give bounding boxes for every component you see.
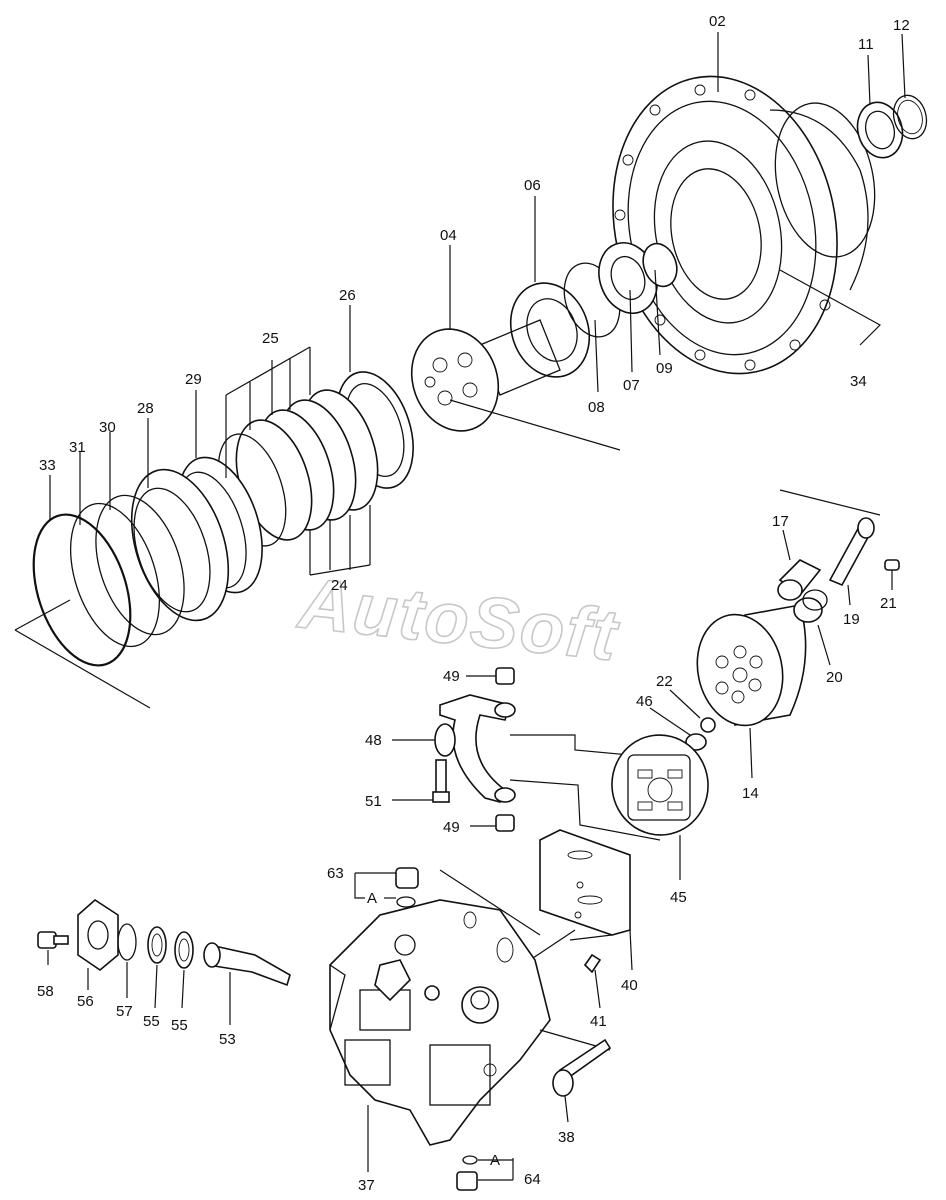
callout-12: 12 xyxy=(893,17,910,34)
callout-08: 08 xyxy=(588,399,605,416)
part-shaft-19 xyxy=(828,517,875,587)
part-plug-41 xyxy=(583,953,602,974)
callout-30: 30 xyxy=(99,419,116,436)
part-bolt-58 xyxy=(37,931,69,949)
part-ring-31 xyxy=(69,502,161,648)
callout-06: 06 xyxy=(524,177,541,194)
callout-21: 21 xyxy=(880,595,897,612)
part-pin-21 xyxy=(884,559,900,571)
part-spool-53 xyxy=(203,942,291,987)
leader-lines xyxy=(47,32,906,1181)
callout-34: 34 xyxy=(850,373,867,390)
part-seal-11 xyxy=(856,101,904,159)
callout-33: 33 xyxy=(39,457,56,474)
housing-bolt-holes xyxy=(614,84,831,371)
callout-46: 46 xyxy=(636,693,653,710)
callout-51: 51 xyxy=(365,793,382,810)
part-o-ring-33 xyxy=(14,513,151,709)
part-o-ring-a-bottom xyxy=(462,1155,478,1165)
callout-31: 31 xyxy=(69,439,86,456)
callout-14: 14 xyxy=(742,785,759,802)
part-bearing-06 xyxy=(509,282,591,378)
part-valve-plate-45 xyxy=(611,734,709,836)
leader-40-b xyxy=(529,929,576,961)
callout-49-top: 49 xyxy=(443,668,460,685)
part-plate-40 xyxy=(539,829,631,936)
part-nut-09 xyxy=(642,242,678,288)
callout-24: 24 xyxy=(331,577,348,594)
leader-49 xyxy=(509,779,661,841)
callout-04: 04 xyxy=(440,227,457,244)
callout-38: 38 xyxy=(558,1129,575,1146)
callout-64: 64 xyxy=(524,1171,541,1188)
callout-a-bottom: A xyxy=(490,1152,500,1169)
part-ring-30 xyxy=(95,494,185,636)
callout-63: 63 xyxy=(327,865,344,882)
part-plug-63 xyxy=(395,867,419,889)
callout-37: 37 xyxy=(358,1177,375,1194)
leader-17-19 xyxy=(779,489,881,516)
part-bolt-49-bottom xyxy=(495,814,515,832)
part-carrier-04 xyxy=(410,319,621,451)
callout-19: 19 xyxy=(843,611,860,628)
callout-57: 57 xyxy=(116,1003,133,1020)
part-swash-48 xyxy=(434,694,516,803)
callout-53: 53 xyxy=(219,1031,236,1048)
callout-a-top: A xyxy=(367,890,377,907)
callout-55-a: 55 xyxy=(143,1013,160,1030)
callout-09: 09 xyxy=(656,360,673,377)
part-o-ring-a-top xyxy=(396,896,416,908)
part-bolt-49-top xyxy=(495,667,515,685)
part-piston-17 xyxy=(777,559,822,601)
callout-45: 45 xyxy=(670,889,687,906)
leader-48 xyxy=(510,734,631,770)
callout-25: 25 xyxy=(262,330,279,347)
leader-40-a xyxy=(439,869,541,936)
part-bolt-51 xyxy=(432,759,450,803)
part-pin-46 xyxy=(685,733,707,751)
part-flange-56 xyxy=(77,898,119,972)
part-plug-64 xyxy=(456,1171,478,1191)
part-seals-55 xyxy=(147,926,194,969)
callout-55-b: 55 xyxy=(171,1017,188,1034)
leader-40-c xyxy=(569,934,613,941)
callout-11: 11 xyxy=(858,36,874,53)
part-o-ring-57 xyxy=(117,923,137,961)
callout-56: 56 xyxy=(77,993,94,1010)
callout-22: 22 xyxy=(656,673,673,690)
part-washer-22 xyxy=(700,717,716,733)
callout-48: 48 xyxy=(365,732,382,749)
callout-26: 26 xyxy=(339,287,356,304)
callout-20: 20 xyxy=(826,669,843,686)
callout-41: 41 xyxy=(590,1013,607,1030)
callout-02: 02 xyxy=(709,13,726,30)
callout-58: 58 xyxy=(37,983,54,1000)
callout-labels: 02 11 12 06 04 26 25 29 28 30 31 33 24 0… xyxy=(37,13,910,1194)
part-cylinder-14 xyxy=(696,604,807,727)
callout-07: 07 xyxy=(623,377,640,394)
callout-29: 29 xyxy=(185,371,202,388)
part-bolt-38 xyxy=(552,1038,612,1097)
part-housing xyxy=(612,75,876,375)
part-motor-housing-37 xyxy=(329,899,611,1146)
callout-40: 40 xyxy=(621,977,638,994)
callout-17: 17 xyxy=(772,513,789,530)
part-piston-28 xyxy=(130,468,230,622)
callout-49-bottom: 49 xyxy=(443,819,460,836)
part-spring-20 xyxy=(793,589,828,623)
part-plates-24-25 xyxy=(217,389,379,547)
callout-28: 28 xyxy=(137,400,154,417)
